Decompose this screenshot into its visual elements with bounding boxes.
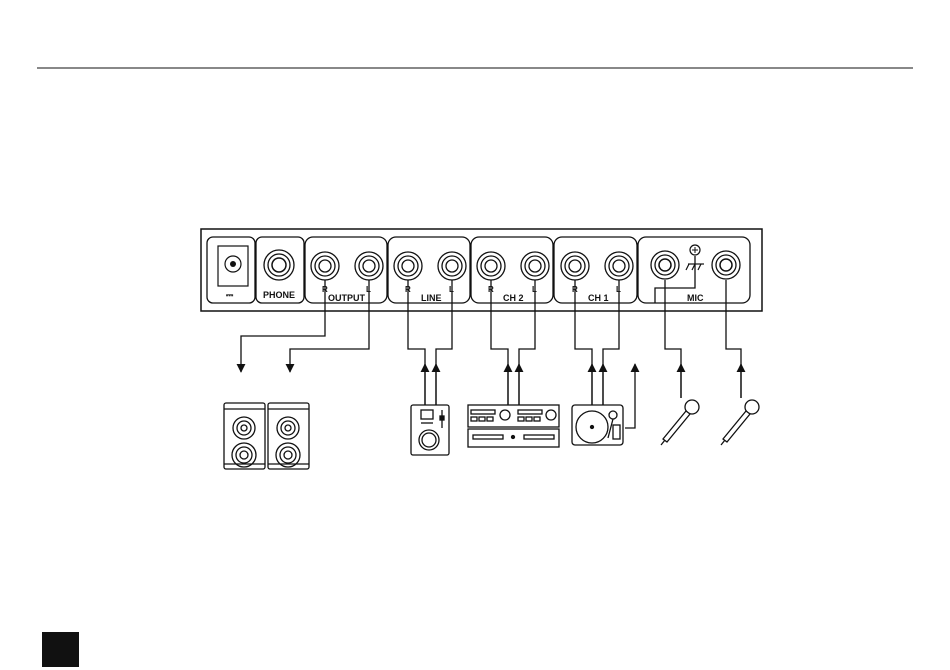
output-l-jack-icon[interactable]: [355, 252, 383, 280]
cable-mic1: [665, 280, 681, 398]
speaker-icon: [268, 403, 309, 469]
cable-ground: [625, 364, 635, 428]
ch1-label: CH 1: [588, 293, 609, 303]
microphone-icon: [661, 400, 699, 445]
ch1-l-jack-icon[interactable]: [605, 252, 633, 280]
cable-mic2: [726, 280, 741, 398]
cd-player-icon: [468, 405, 559, 447]
output-r-jack-icon[interactable]: [311, 252, 339, 280]
line-device-icon: [411, 405, 449, 455]
mic2-jack-icon[interactable]: [712, 251, 740, 279]
mic1-jack-icon[interactable]: [651, 251, 679, 279]
ch2-r-jack-icon[interactable]: [477, 252, 505, 280]
microphone-icon: [721, 400, 759, 445]
line-r-jack-icon[interactable]: [394, 252, 422, 280]
power-socket-icon: [218, 246, 248, 286]
power-label: ⎓: [226, 290, 234, 300]
ground-screw-icon[interactable]: [690, 245, 700, 255]
page-number-box: [42, 632, 79, 667]
speaker-icon: [224, 403, 265, 469]
rear-panel: ⎓ PHONE: [201, 229, 762, 311]
line-label: LINE: [421, 293, 442, 303]
ch1-r-jack-icon[interactable]: [561, 252, 589, 280]
phone-label: PHONE: [263, 290, 295, 300]
ch2-label: CH 2: [503, 293, 524, 303]
mic-label: MIC: [687, 293, 704, 303]
ch2-l-jack-icon[interactable]: [521, 252, 549, 280]
cables: [241, 256, 741, 428]
turntable-icon: [572, 405, 623, 445]
line-l-jack-icon[interactable]: [438, 252, 466, 280]
output-label: OUTPUT: [328, 293, 366, 303]
phone-jack-icon[interactable]: [264, 250, 294, 280]
